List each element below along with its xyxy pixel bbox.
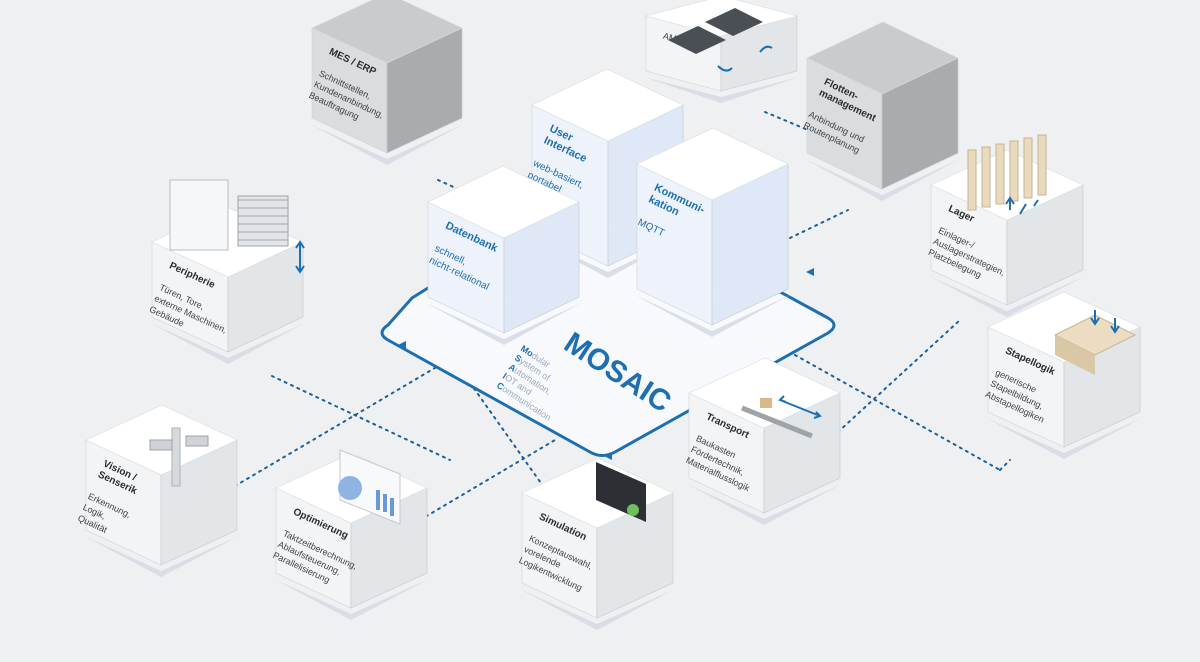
robot-shape	[668, 26, 726, 54]
pole-shape	[171, 427, 181, 487]
cube-top-face	[636, 127, 789, 201]
acronym-letter: A	[507, 362, 518, 374]
peripherie-illustration-icon	[169, 179, 305, 274]
acronym-letter: C	[495, 380, 506, 392]
pie-chart-icon	[338, 476, 362, 500]
connector-line	[467, 379, 561, 511]
box-shape	[760, 398, 772, 408]
gate-shape	[237, 195, 289, 247]
robot-shape	[705, 8, 763, 36]
rack-shape	[1023, 137, 1033, 199]
bar-chart-icon	[376, 490, 394, 516]
simulation-illustration-icon	[596, 462, 646, 522]
connector-line	[271, 375, 451, 461]
door-shape	[169, 179, 229, 251]
transport-illustration-icon	[741, 395, 822, 439]
check-icon	[627, 504, 639, 516]
camera-icon	[149, 439, 173, 451]
stack-side	[1055, 335, 1095, 375]
connector-line	[999, 459, 1011, 471]
connector-lines	[234, 111, 1011, 521]
vision-illustration-icon	[149, 427, 209, 487]
bidirectional-arrow-icon	[778, 395, 822, 419]
module-mes-erp[interactable]: MES / ERPSchnittstellen,Kundenanbindung,…	[307, 0, 464, 165]
camera-icon	[185, 435, 209, 447]
rack-shape	[1037, 134, 1047, 196]
up-down-arrow-icon	[295, 240, 305, 274]
rack-shape	[981, 146, 991, 208]
connector-line	[419, 439, 556, 521]
cube-top-face	[806, 21, 959, 95]
connector-line	[234, 361, 446, 487]
platform-marker	[398, 341, 406, 349]
storage-arrows-icon	[1005, 196, 1039, 215]
module-cubes: AMR MES / ERPSchnittstellen,Kundenanbindu…	[76, 0, 1142, 630]
platform-marker	[806, 268, 814, 276]
cube-top-face	[311, 0, 463, 64]
acronym-letter: I	[501, 371, 509, 381]
cube-top-face	[688, 357, 841, 429]
cube-top-face	[531, 68, 684, 142]
module-stapellogik[interactable]: StapellogikgenerischeStapelbildung,Absta…	[984, 291, 1142, 459]
module-simulation[interactable]: SimulationKonzeptauswahl,vorelendeLogike…	[517, 457, 675, 630]
rack-shape	[1009, 140, 1019, 202]
module-transport[interactable]: TransportBaukastenFördertechnik,Material…	[684, 357, 842, 525]
lager-illustration-icon	[967, 134, 1047, 215]
conveyor-shape	[741, 405, 813, 439]
optimierung-illustration-icon	[338, 449, 401, 525]
amr-illustration-icon	[668, 8, 773, 72]
rack-shape	[967, 149, 977, 211]
platform-marker	[604, 452, 612, 460]
module-lager[interactable]: LagerEinlager-/Auslagerstrategien,Platzb…	[927, 134, 1085, 317]
stapellogik-illustration-icon	[1053, 310, 1137, 375]
connector-line	[837, 319, 961, 433]
connector-line	[764, 111, 809, 131]
connector-line	[794, 354, 1001, 471]
cube-shadow	[644, 77, 799, 103]
connector-line	[789, 209, 849, 239]
module-optimierung[interactable]: OptimierungTaktzeitberechnung,Ablaufsteu…	[271, 449, 429, 620]
route-arrow-icon	[717, 45, 773, 72]
down-arrows-icon	[1090, 310, 1120, 334]
module-amr[interactable]: AMR	[644, 0, 799, 103]
acronym-letter: S	[513, 353, 523, 365]
rack-shape	[995, 143, 1005, 205]
cube-top-face	[427, 165, 580, 239]
